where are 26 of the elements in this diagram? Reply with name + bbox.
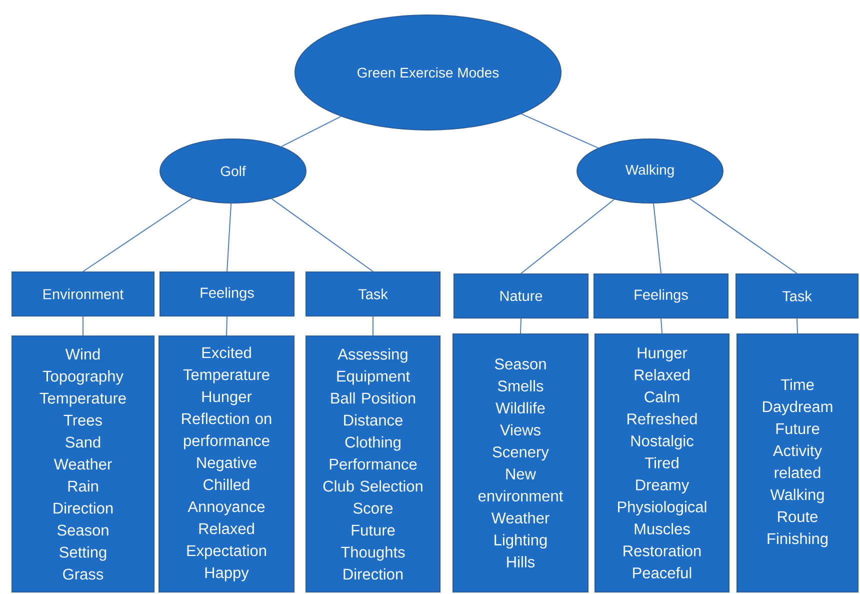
- item-list-box: Time Daydream Future Activity related Walking Route Finishing: [736, 334, 858, 592]
- connector-line: [280, 116, 342, 148]
- connector-line: [271, 198, 374, 272]
- connector-line: [82, 198, 194, 272]
- item-list-box: Season Smells Wildlife Views Scenery New environment Weather Lighting Hills: [452, 334, 588, 592]
- category-box: Task: [306, 272, 440, 316]
- connector-line: [82, 316, 84, 336]
- connector-line: [520, 113, 599, 148]
- connector-line: [520, 318, 522, 334]
- connector-line: [688, 198, 798, 274]
- category-box: Task: [736, 274, 858, 318]
- connector-line: [652, 202, 662, 274]
- category-box: Nature: [454, 274, 588, 318]
- connector-line: [660, 318, 662, 334]
- item-list-box: Assessing Equipment Ball Position Distance Clothing Performance Club Selection Score Future Thoughts Direction: [306, 336, 440, 592]
- connector-line: [226, 202, 232, 272]
- item-list-box: Wind Topography Temperature Trees Sand Weather Rain Direction Season Setting Grass: [12, 336, 154, 592]
- item-list-box: Hunger Relaxed Calm Refreshed Nostalgic Tired Dreamy Physiological Muscles Restoration Peaceful: [594, 334, 730, 592]
- category-box: Feelings: [160, 272, 294, 316]
- connector-line: [226, 316, 228, 336]
- connector-line: [520, 198, 615, 274]
- connector-line: [796, 318, 798, 334]
- connector-line: [372, 316, 374, 336]
- item-list-box: Excited Temperature Hunger Reflection on performance Negative Chilled Annoyance Relaxed Expectation Happy: [158, 336, 294, 592]
- category-box: Environment: [12, 272, 154, 316]
- category-box: Feelings: [594, 274, 728, 318]
